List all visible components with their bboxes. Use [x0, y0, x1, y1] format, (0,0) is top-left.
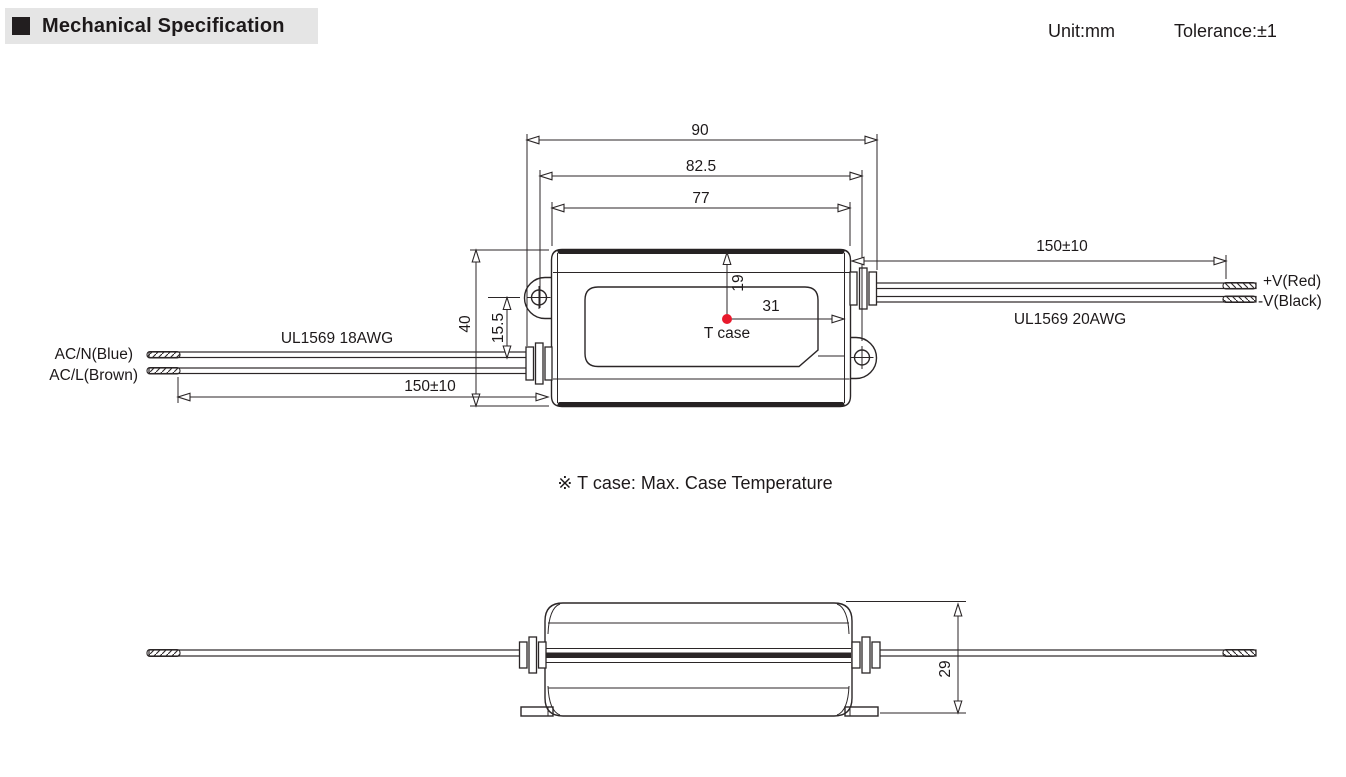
section-title-bar: Mechanical Specification: [5, 8, 318, 44]
side-cable-gland-output: [851, 636, 881, 674]
output-wires: [875, 281, 1257, 304]
input-wires: [146, 350, 530, 375]
tolerance-label: Tolerance:±1: [1174, 21, 1277, 41]
dimension-lines: [178, 140, 1226, 406]
cable-gland-input: [525, 342, 553, 385]
front-view: 90 82.5 77 40 15.5 19 31 150±10 150±10 U…: [49, 122, 1322, 408]
dim-case-length: 77: [692, 190, 709, 207]
wire-end-hatch: [146, 366, 181, 375]
wire-ac-l: [148, 367, 530, 375]
unit-label: Unit:mm: [1048, 21, 1115, 41]
tcase-label: T case: [704, 325, 750, 342]
v-minus-label: -V(Black): [1258, 293, 1322, 310]
wire-v-plus: [875, 282, 1257, 290]
side-dimension: 29: [846, 601, 966, 714]
label-recess: [584, 286, 819, 368]
wire-end-hatch: [1222, 281, 1257, 290]
case-outline: [550, 248, 852, 408]
case-body: [550, 248, 852, 408]
dim-overall-length: 90: [691, 122, 709, 139]
side-cable-gland-input: [518, 636, 547, 674]
case-seam-band: [546, 652, 851, 658]
section-title: Mechanical Specification: [42, 14, 285, 37]
side-view: 29: [146, 601, 1257, 717]
cable-gland-output: [849, 267, 878, 310]
dim-tcase-from-top: 19: [730, 274, 747, 291]
dim-hole-to-wire: 15.5: [490, 313, 507, 343]
side-case-body: [520, 602, 879, 717]
mounting-ear-right: [850, 336, 878, 380]
wire-end-hatch: [146, 648, 181, 658]
tcase-note: ※ T case: Max. Case Temperature: [557, 473, 832, 493]
mounting-foot-left: [520, 706, 554, 717]
side-case-outline: [544, 602, 853, 717]
section-bullet-icon: [12, 17, 30, 35]
input-wire-spec-label: UL1569 18AWG: [281, 330, 393, 347]
v-plus-label: +V(Red): [1263, 273, 1321, 290]
wire-end-hatch: [1222, 295, 1257, 304]
dim-mounting-pitch: 82.5: [686, 158, 716, 175]
ac-l-label: AC/L(Brown): [49, 367, 138, 384]
mounting-foot-right: [844, 706, 879, 717]
dim-tcase-from-right: 31: [762, 298, 779, 315]
output-wire-spec-label: UL1569 20AWG: [1014, 311, 1126, 328]
dim-output-wire-length: 150±10: [1036, 238, 1088, 255]
wire-v-minus: [875, 295, 1257, 303]
wire-end-hatch: [146, 350, 181, 359]
ac-n-label: AC/N(Blue): [55, 346, 133, 363]
mounting-ear-left: [523, 276, 552, 320]
dim-input-wire-length: 150±10: [404, 378, 456, 395]
dim-case-height: 29: [937, 660, 954, 677]
wire-end-hatch: [1222, 648, 1257, 658]
wire-ac-n: [148, 351, 530, 359]
dim-case-width: 40: [457, 315, 474, 333]
tcase-dot: [722, 314, 732, 324]
